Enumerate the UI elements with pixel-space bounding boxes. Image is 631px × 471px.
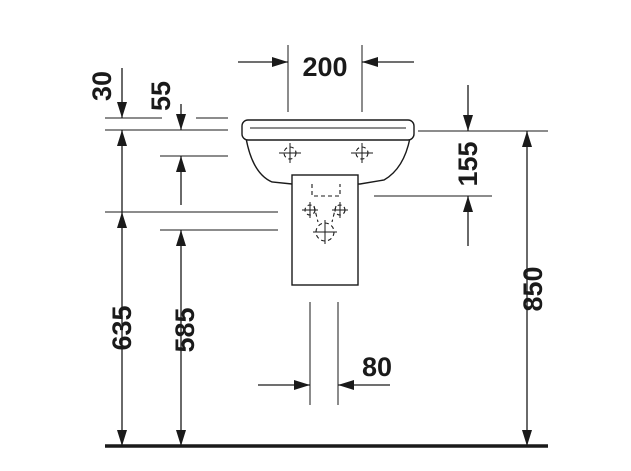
dimension-rim-to-outlet: 155 xyxy=(453,141,483,186)
extension-lines xyxy=(105,45,548,405)
tap-hole-right xyxy=(351,143,373,163)
dimension-rim-height: 850 xyxy=(518,266,548,311)
dimension-rim-to-tap-hole: 55 xyxy=(146,81,176,111)
dimension-top-width: 200 xyxy=(302,52,347,82)
washbasin-outline xyxy=(241,119,415,185)
hidden-trap-lines xyxy=(302,184,348,244)
dimension-lines xyxy=(117,57,532,446)
dimension-outlet-height: 635 xyxy=(107,305,137,350)
dimension-rim-thickness: 30 xyxy=(87,71,117,101)
dimension-waste-height: 585 xyxy=(170,307,200,352)
tap-hole-left xyxy=(279,143,301,163)
dimension-waste-width: 80 xyxy=(362,352,392,382)
